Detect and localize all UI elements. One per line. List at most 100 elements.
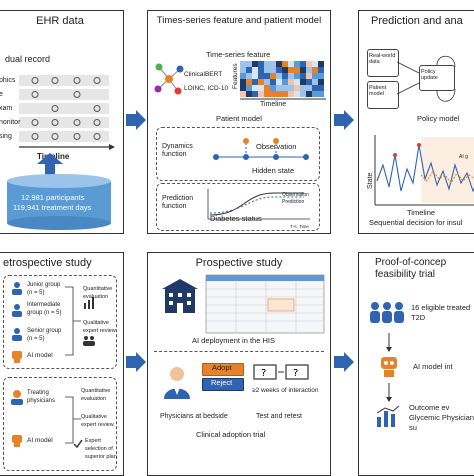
qual-label: Qualitative expert review xyxy=(83,320,116,334)
retro-panel: etrospective study Junior group (n = 5) … xyxy=(0,252,124,476)
heatmap-cell xyxy=(294,79,300,85)
outcome-chart-icon xyxy=(376,405,400,427)
t-axis-label: T+t, Time xyxy=(290,224,309,229)
junior-icon xyxy=(12,282,22,295)
reject-button[interactable] xyxy=(202,378,244,391)
poc-arrow-2 xyxy=(386,383,392,402)
svg-text:?: ? xyxy=(261,368,266,379)
row-label-5: sing xyxy=(0,133,12,140)
heatmap-cell xyxy=(306,79,312,85)
arrow-right-1-icon xyxy=(126,110,146,130)
heatmap-cell xyxy=(300,79,306,85)
senior-icon xyxy=(12,328,22,341)
senior-label: Senior group (n = 5) xyxy=(27,328,62,342)
heatmap-cell xyxy=(288,61,294,67)
heatmap-cell xyxy=(318,73,324,79)
heatmap-cell xyxy=(264,73,270,79)
prediction-box xyxy=(156,183,320,231)
heatmap-cell xyxy=(258,73,264,79)
dynamics-label: Dynamics function xyxy=(162,143,193,158)
heatmap-cell xyxy=(240,79,246,85)
his-screenshot xyxy=(205,274,325,334)
doctor-icon xyxy=(164,367,190,399)
heatmap-cell xyxy=(282,73,288,79)
trial-label: Clinical adoption trial xyxy=(196,430,266,439)
diabetes-status-label: Diabetes status xyxy=(210,214,262,223)
heatmap-cell xyxy=(264,67,270,73)
quant2-label: Quantitative evaluation xyxy=(81,388,111,402)
heatmap-cell xyxy=(276,73,282,79)
heatmap-cell xyxy=(300,91,306,97)
pred-timeline: Timeline xyxy=(407,208,436,217)
arrow-right-4-icon xyxy=(334,352,354,372)
row-label-2: e xyxy=(0,91,3,99)
ts-panel: Times-series feature and patient model T… xyxy=(147,10,331,234)
chart-icon xyxy=(84,297,94,309)
retro-title: etrospective study xyxy=(3,257,92,269)
loinc-label: LOINC, ICD-10 xyxy=(184,85,229,92)
heatmap-cell xyxy=(282,79,288,85)
pred-legend: AI g xyxy=(459,154,468,160)
svg-text:?: ? xyxy=(293,368,298,379)
heatmap-cell xyxy=(282,85,288,91)
heatmap-cell xyxy=(246,67,252,73)
pred-panel: Prediction and ana Real-world data Patie… xyxy=(358,10,474,234)
heatmap-cell xyxy=(246,85,252,91)
legend-pred: Prediction xyxy=(282,199,305,205)
heatmap-cell xyxy=(270,67,276,73)
participants-text: 12,981 participants xyxy=(21,193,85,202)
features-axis: Features xyxy=(232,63,239,89)
robot3-icon xyxy=(381,357,397,377)
poc-title: Proof-of-concep feasibility trial xyxy=(375,257,447,280)
heatmap-cell xyxy=(246,61,252,67)
heatmap-cell xyxy=(270,61,276,67)
participants-icon xyxy=(370,302,404,323)
policy-update-box xyxy=(419,65,455,91)
heatmap-cell xyxy=(318,61,324,67)
heatmap-cell xyxy=(318,91,324,97)
observation-label: Observation xyxy=(256,142,297,151)
clinicalbert-label: ClinicalBERT xyxy=(184,71,223,78)
robot2-icon xyxy=(12,435,22,447)
patient-model-label-3: Patient model xyxy=(369,85,387,97)
heatmap-cell xyxy=(264,79,270,85)
treating-label: Treating physicians xyxy=(27,390,56,404)
heatmap-cell xyxy=(306,91,312,97)
quant-label: Quantitative evaluation xyxy=(83,286,113,300)
hmm-graph xyxy=(213,138,309,160)
real-world-label: Real-world data xyxy=(369,53,396,65)
record-label: dual record xyxy=(5,54,51,64)
heatmap-cell xyxy=(306,85,312,91)
ts-timeline-label: Timeline xyxy=(260,101,287,108)
hospital-icon xyxy=(162,279,198,313)
physicians-label: Physicians at bedside xyxy=(160,413,228,420)
ts-feature-label: Time-series feature xyxy=(206,50,271,59)
heatmap-cell xyxy=(246,79,252,85)
heatmap-cell xyxy=(288,85,294,91)
outcome-label: Outcome ev Glycemic Physicians' su xyxy=(409,403,474,432)
heatmap-cell xyxy=(294,85,300,91)
heatmap-cell xyxy=(276,79,282,85)
policy-chart xyxy=(374,135,474,206)
heatmap-cell xyxy=(300,67,306,73)
row-label-4: nonitor xyxy=(0,119,21,126)
ai-model2-label: AI model xyxy=(27,437,53,444)
heatmap-cell xyxy=(270,79,276,85)
patient-model-box xyxy=(367,81,399,109)
intermediate-icon xyxy=(12,304,22,317)
heatmap-cell xyxy=(288,73,294,79)
heatmap-cell xyxy=(264,85,270,91)
qual2-label: Qualitative expert review xyxy=(81,414,114,428)
pred-caption: Sequential decision for insul xyxy=(369,218,463,227)
heatmap-cell xyxy=(270,73,276,79)
heatmap-cell xyxy=(312,67,318,73)
molecule-icon xyxy=(154,63,184,95)
heatmap-cell xyxy=(300,73,306,79)
heatmap-cell xyxy=(240,85,246,91)
adopt-button[interactable] xyxy=(202,363,244,376)
heatmap-cell xyxy=(264,91,270,97)
arrow-right-3-icon xyxy=(126,352,146,372)
pred-title: Prediction and ana xyxy=(371,15,463,27)
heatmap-cell xyxy=(252,79,258,85)
row-label-3: xam xyxy=(0,105,13,112)
